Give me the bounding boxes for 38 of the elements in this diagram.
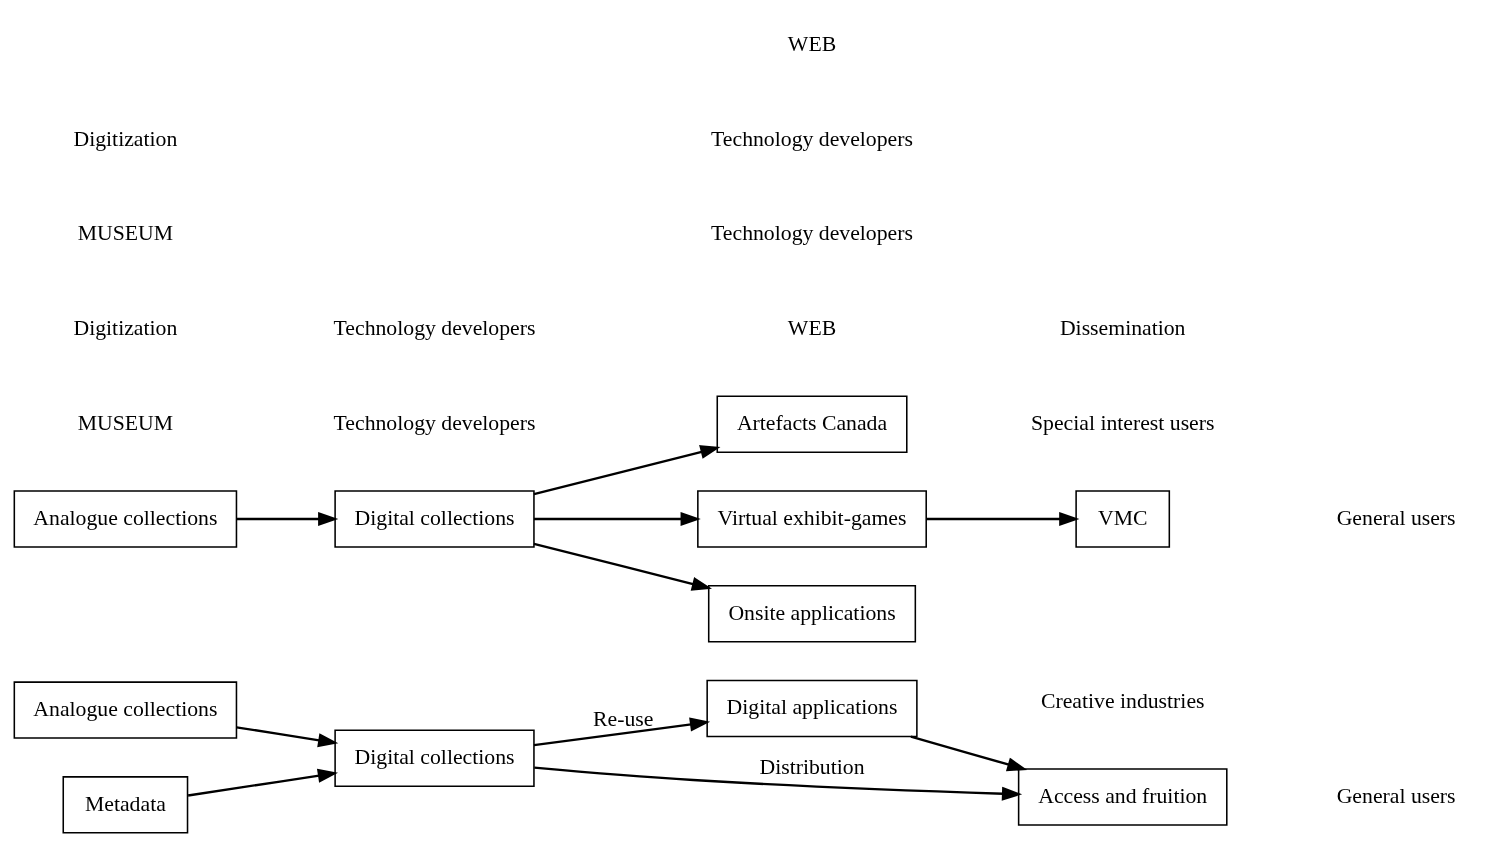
edge-label: Distribution — [759, 754, 865, 779]
arrow — [533, 511, 701, 526]
label: General users — [1336, 505, 1456, 530]
node-box: Access and fruition — [1017, 767, 1228, 826]
node-box: Onsite applications — [707, 584, 917, 642]
node-box: Analogue collections — [13, 489, 238, 548]
node-box: VMC — [1075, 489, 1171, 548]
label: Special interest users — [1030, 410, 1215, 435]
arrow — [533, 444, 721, 495]
arrow — [187, 768, 338, 797]
arrow — [236, 725, 339, 747]
node-box: Metadata — [62, 775, 189, 834]
arrow — [910, 734, 1028, 771]
node-box: Analogue collections — [13, 680, 238, 739]
arrow — [926, 511, 1080, 526]
label: WEB — [787, 315, 837, 340]
label: General users — [1336, 783, 1456, 808]
label: Creative industries — [1040, 688, 1205, 713]
node-box: Digital collections — [334, 489, 535, 548]
arrow — [534, 765, 1023, 801]
arrow — [533, 542, 712, 591]
node-box: Virtual exhibit-games — [697, 489, 927, 548]
node-box: Artefacts Canada — [716, 395, 908, 453]
arrow — [533, 716, 711, 746]
label: Technology developers — [711, 126, 913, 151]
node-box: Digital applications — [706, 679, 918, 737]
label: WEB — [787, 31, 837, 56]
label: Technology developers — [333, 410, 536, 435]
label: Dissemination — [1059, 315, 1186, 340]
label: Digitization — [73, 315, 178, 340]
label: Technology developers — [333, 315, 536, 340]
arrow — [236, 511, 339, 526]
label: MUSEUM — [77, 410, 174, 435]
label: Technology developers — [711, 220, 913, 245]
label: MUSEUM — [77, 220, 174, 245]
edge-label: Re-use — [593, 706, 654, 731]
node-box: Digital collections — [334, 729, 535, 787]
label: Digitization — [73, 126, 178, 151]
